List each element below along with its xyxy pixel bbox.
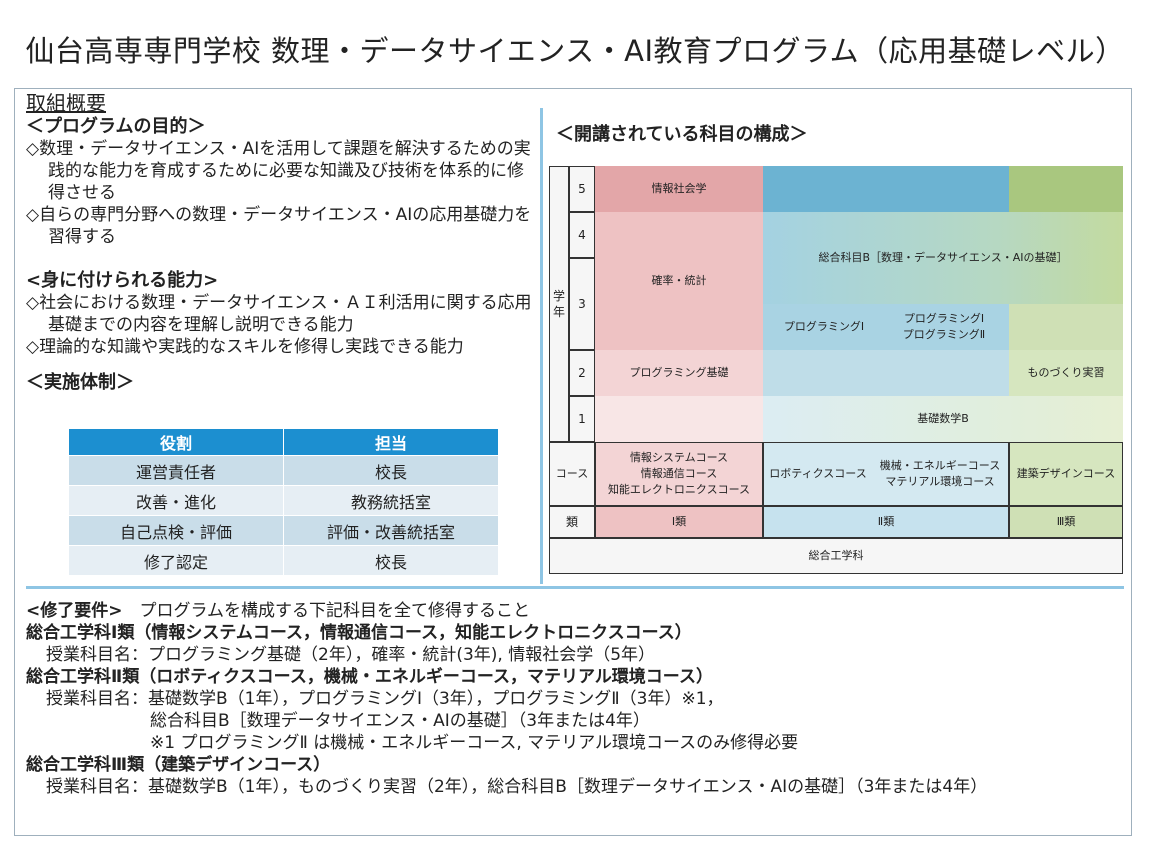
class1-grade1-empty: [595, 396, 763, 442]
class3-heading: 総合工学科Ⅲ類（建築デザインコース）: [26, 755, 331, 775]
class3-grade3-lower: [1009, 304, 1123, 350]
subject-joho-shakai: 情報社会学: [595, 166, 763, 212]
role-cell: 運営責任者: [68, 455, 284, 486]
course-name: 情報通信コース: [640, 467, 718, 480]
grade-label-char: 学: [552, 289, 565, 303]
role-cell: 改善・進化: [68, 485, 284, 516]
requirements-heading: <修了要件>: [26, 601, 123, 621]
owner-cell: 評価・改善統括室: [283, 515, 499, 546]
class-label: 類: [549, 506, 595, 538]
grade-3: 3: [569, 258, 595, 350]
requirements-section: <修了要件> プログラムを構成する下記科目を全て修得すること 総合工学科Ⅰ類（情…: [26, 600, 1126, 798]
table-row: 修了認定 校長: [68, 545, 499, 576]
horizontal-divider: [26, 586, 1124, 589]
system-heading: ＜実施体制＞: [26, 372, 134, 393]
structure-heading: ＜開講されている科目の構成＞: [556, 124, 808, 145]
class-2: Ⅱ類: [763, 506, 1009, 538]
class2-note: ※1 プログラミングⅡ は機械・エネルギーコース, マテリアル環境コースのみ修得…: [150, 733, 799, 753]
role-cell: 自己点検・評価: [68, 515, 284, 546]
subject-prog-kiso: プログラミング基礎: [595, 350, 763, 396]
subject-kiso-sugaku: 基礎数学B: [763, 396, 1123, 442]
course-label: コース: [549, 442, 595, 506]
roles-header-role: 役割: [68, 428, 284, 456]
class2-heading: 総合工学科Ⅱ類（ロボティクスコース，機械・エネルギーコース，マテリアル環境コース…: [26, 667, 713, 687]
subject-prog12-b: プログラミングⅡ: [902, 328, 986, 341]
subject-monozukuri: ものづくり実習: [1009, 350, 1123, 396]
grade-2: 2: [569, 350, 595, 396]
course-name: 情報システムコース: [629, 451, 729, 464]
class2-subjects-cont: 総合科目B［数理データサイエンス・AIの基礎］（3年または4年）: [150, 711, 650, 731]
course-architecture: 建築デザインコース: [1009, 442, 1123, 506]
overview-heading: 取組概要: [26, 91, 106, 115]
class2-subjects: 授業科目名：基礎数学B（1年），プログラミングⅠ（3年），プログラミングⅡ（3年…: [46, 689, 724, 709]
page-title: 仙台高専専門学校 数理・データサイエンス・AI教育プログラム（応用基礎レベル）: [25, 34, 1125, 68]
course-robotics: ロボティクスコース: [769, 467, 867, 480]
class1-subjects: 授業科目名：プログラミング基礎（2年），確率・統計(3年), 情報社会学（5年）: [46, 645, 656, 665]
table-row: 運営責任者 校長: [68, 455, 499, 486]
subject-sogo-b: 総合科目B［数理・データサイエンス・AIの基礎］: [763, 212, 1123, 304]
course-name: マテリアル環境コース: [885, 475, 995, 488]
class-1: Ⅰ類: [595, 506, 763, 538]
owner-cell: 教務統括室: [283, 485, 499, 516]
overview-section: 取組概要 ＜プログラムの目的＞ ◇数理・データサイエンス・AIを活用して課題を解…: [26, 92, 536, 394]
class3-subjects: 授業科目名：基礎数学B（1年），ものづくり実習（2年），総合科目B［数理データサ…: [46, 777, 988, 797]
owner-cell: 校長: [283, 545, 499, 576]
grade-1: 1: [569, 396, 595, 442]
purpose-heading: ＜プログラムの目的＞: [26, 116, 206, 137]
role-cell: 修了認定: [68, 545, 284, 576]
ability-heading: <身に付けられる能力>: [26, 270, 219, 291]
course-name: 機械・エネルギーコース: [879, 459, 1001, 472]
content-frame: [14, 88, 1132, 836]
ability-item: ◇理論的な知識や実践的なスキルを修得し実践できる能力: [26, 337, 464, 357]
requirements-intro: <修了要件> プログラムを構成する下記科目を全て修得すること: [26, 600, 1126, 622]
roles-table: 役割 担当 運営責任者 校長 改善・進化 教務統括室 自己点検・評価 評価・改善…: [68, 428, 499, 576]
class2-b-courses: 機械・エネルギーコース マテリアル環境コース: [871, 442, 1009, 506]
subject-prog12: プログラミングⅠ プログラミングⅡ: [879, 304, 1009, 350]
class1-courses: 情報システムコース 情報通信コース 知能エレクトロニクスコース: [595, 442, 763, 506]
purpose-item: ◇数理・データサイエンス・AIを活用して課題を解決するための実践的な能力を育成す…: [26, 139, 531, 203]
grade-label-char: 年: [552, 305, 565, 319]
table-row: 改善・進化 教務統括室: [68, 485, 499, 516]
vertical-divider: [540, 108, 543, 584]
grade-4: 4: [569, 212, 595, 258]
class1-heading: 総合工学科Ⅰ類（情報システムコース，情報通信コース，知能エレクトロニクスコース）: [26, 623, 692, 643]
class2-courses: [763, 442, 1009, 506]
class3-grade5: [1009, 166, 1123, 212]
requirements-text: プログラムを構成する下記科目を全て修得すること: [122, 601, 530, 621]
grade-label: 学 年: [549, 166, 569, 442]
subject-prog12-a: プログラミングⅠ: [903, 312, 985, 325]
table-row: 自己点検・評価 評価・改善統括室: [68, 515, 499, 546]
owner-cell: 校長: [283, 455, 499, 486]
department: 総合工学科: [549, 538, 1123, 574]
ability-item: ◇社会における数理・データサイエンス・ＡＩ利活用に関する応用基礎までの内容を理解…: [26, 293, 532, 335]
roles-header-owner: 担当: [283, 428, 499, 456]
class2-grade2: [763, 350, 1009, 396]
subject-prog1: プログラミングⅠ: [783, 320, 865, 333]
purpose-item: ◇自らの専門分野への数理・データサイエンス・AIの応用基礎力を習得する: [26, 205, 532, 247]
class-3: Ⅲ類: [1009, 506, 1123, 538]
class2-grade3-lower: [763, 304, 1009, 350]
subject-kakuritsu: 確率・統計: [595, 212, 763, 350]
grade-5: 5: [569, 166, 595, 212]
course-name: 知能エレクトロニクスコース: [607, 483, 751, 496]
curriculum-grid: 学 年 5 4 3 2 1 情報社会学 確率・統計 プログラミング基礎 プログラ…: [549, 166, 1123, 576]
class2-grade5: [763, 166, 1009, 212]
